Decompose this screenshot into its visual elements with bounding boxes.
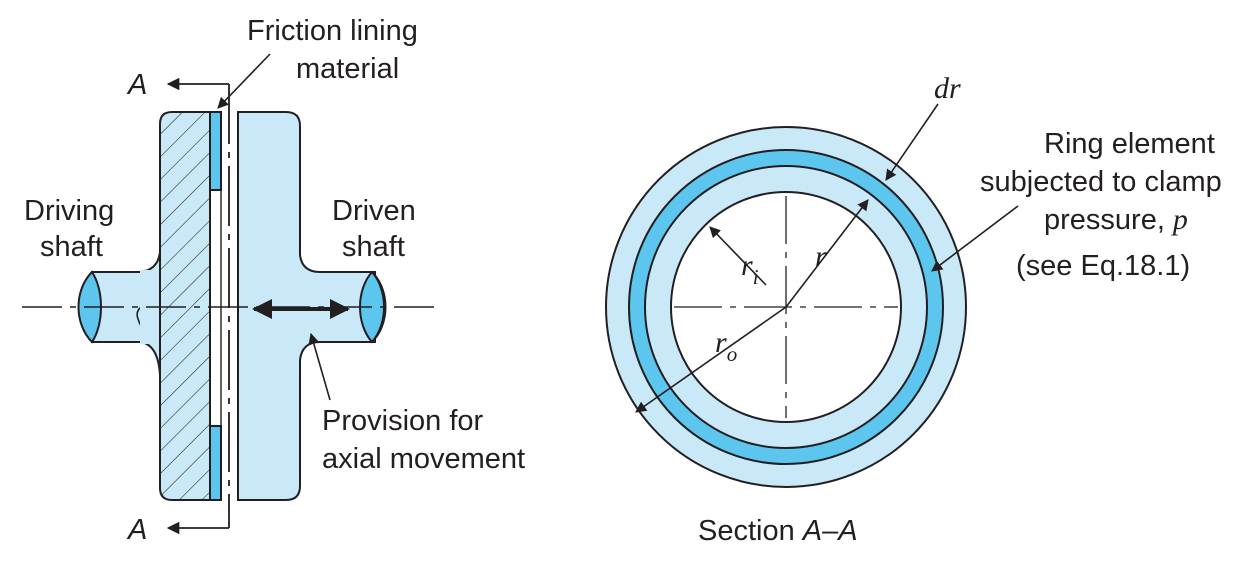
ring-element-label-line4: (see Eq.18.1) (1016, 250, 1190, 282)
radius-ro-label: ro (715, 326, 737, 366)
provision-label-line2: axial movement (322, 443, 525, 475)
dr-leader (885, 103, 939, 181)
ring-element-label-line3: pressure,p (1044, 203, 1188, 236)
radius-ri-arrow (709, 226, 767, 286)
ring-element-label-line2: subjected to clamp (980, 166, 1222, 198)
section-view: dr ri r ro Ring element subjected to cla… (605, 72, 1222, 547)
friction-lining-label-line1: Friction lining (247, 15, 418, 47)
ring-element-label-line1: Ring element (1044, 128, 1215, 160)
driven-shaft-label-line2: shaft (342, 231, 405, 263)
dr-label: dr (934, 72, 961, 105)
driving-disc (140, 111, 211, 501)
section-a-bottom-label: A (126, 514, 147, 546)
provision-label-line1: Provision for (322, 405, 484, 437)
friction-lining-bottom (209, 425, 222, 501)
radius-ro-arrow (635, 306, 787, 413)
driving-shaft-label-line2: shaft (40, 231, 103, 263)
driven-disc (237, 111, 387, 501)
section-a-top-label: A (126, 69, 147, 101)
radius-r-label: r (815, 240, 827, 273)
section-line (166, 77, 230, 535)
provision-leader (308, 332, 331, 401)
driven-shaft-label-line1: Driven (332, 195, 416, 227)
friction-lining-label-line2: material (296, 53, 399, 85)
friction-lining-leader (217, 53, 271, 109)
ring-element-leader (931, 205, 1019, 272)
driving-shaft-label-line1: Driving (24, 195, 114, 227)
radius-ri-label: ri (741, 249, 759, 289)
radius-r-arrow (785, 199, 869, 308)
friction-lining-top (209, 111, 222, 191)
clutch-side-view: A A Friction lining material Driving sha… (22, 15, 525, 546)
